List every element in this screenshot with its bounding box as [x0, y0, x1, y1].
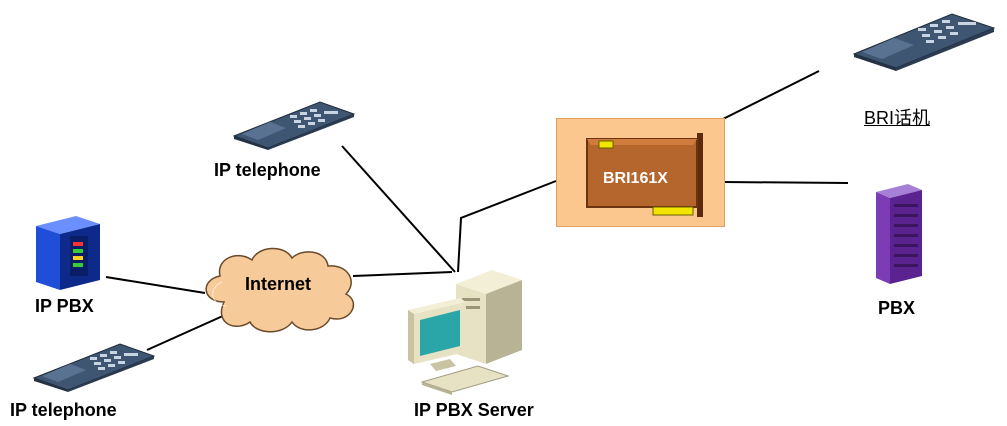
bri161x-card-panel: BRI161X: [556, 118, 725, 227]
link-phone-bottom-to-internet: [146, 314, 226, 351]
pbx: [872, 182, 926, 286]
bri-phone-label: BRI话机: [864, 108, 931, 128]
link-internet-to-server: [352, 271, 453, 277]
ip-pbx: [30, 212, 108, 292]
pci-card-icon: [586, 133, 703, 217]
ip-pbx-server: [400, 266, 530, 396]
ip-phone-bottom: [28, 340, 156, 392]
ip-phone-bottom-label: IP telephone: [10, 400, 117, 420]
server-tower-icon: [36, 216, 100, 290]
ip-phone-icon: [32, 343, 156, 392]
cloud-icon: [205, 247, 354, 333]
pbx-cabinet-icon: [876, 184, 922, 284]
pbx-label: PBX: [878, 298, 916, 318]
link-phone-top-to-server: [341, 145, 456, 273]
link-card-to-pbx: [722, 181, 849, 184]
ip-phone-top-label: IP telephone: [214, 160, 321, 180]
link-server-to-card: [457, 180, 557, 273]
bri161x-card-label: BRI161X: [603, 170, 668, 187]
ip-phone-top: [228, 98, 356, 150]
ip-pbx-server-label: IP PBX Server: [414, 400, 534, 420]
ip-pbx-label: IP PBX: [35, 296, 94, 316]
desk-phone-icon: [852, 13, 996, 71]
desktop-computer-icon: [408, 270, 522, 395]
internet-cloud: Internet: [196, 244, 362, 336]
bri-phone: [848, 8, 998, 72]
internet-label: Internet: [245, 274, 312, 294]
ip-phone-icon: [232, 101, 356, 150]
link-ippbx-to-internet: [105, 276, 206, 294]
link-card-to-bri-phone: [722, 70, 820, 120]
